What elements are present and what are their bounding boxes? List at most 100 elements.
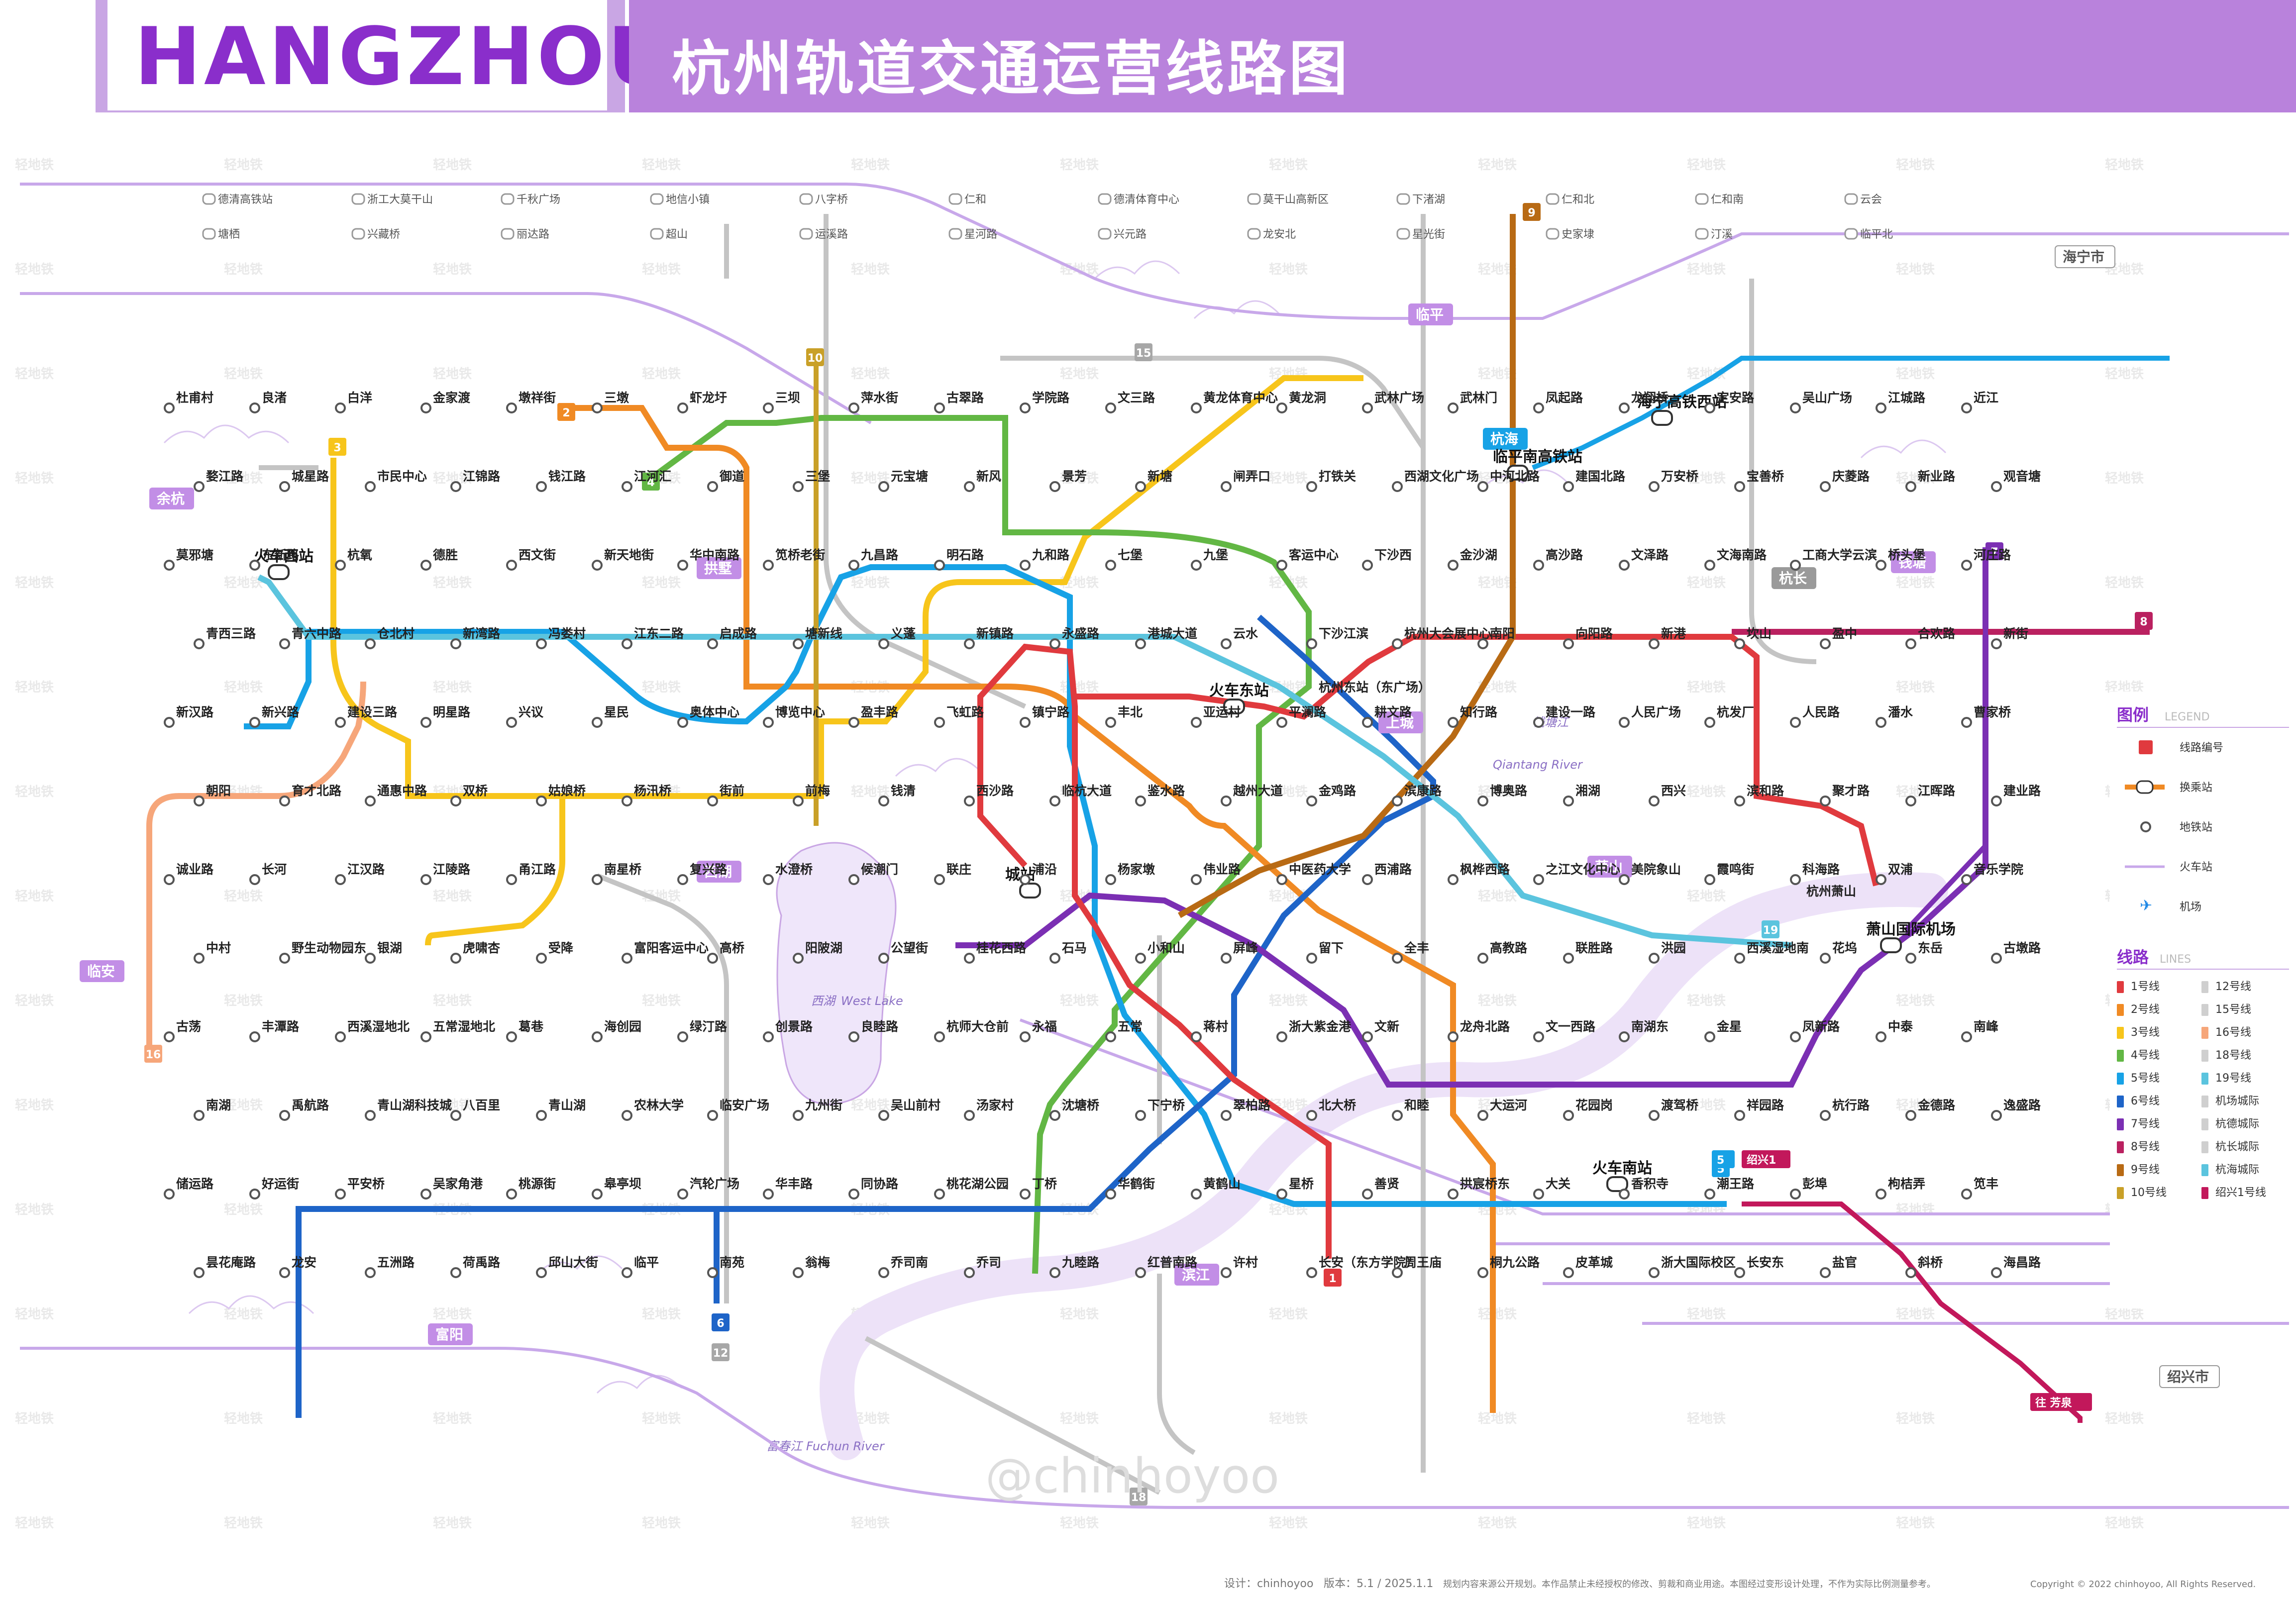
station[interactable]: 育才北路 — [279, 784, 342, 806]
station[interactable]: 黄鹤山 — [1191, 1177, 1241, 1200]
rail-station[interactable]: 德清高铁站 — [202, 193, 273, 206]
station[interactable]: 湘湖 — [1563, 784, 1600, 806]
station[interactable]: 复兴路 — [677, 862, 728, 885]
station[interactable]: 博奥路 — [1477, 784, 1528, 806]
station[interactable]: 建设一路 — [1533, 705, 1596, 728]
station[interactable]: 九州街 — [793, 1098, 842, 1121]
station[interactable]: 河庄路 — [1961, 548, 2011, 571]
station[interactable]: 南湖 — [194, 1098, 231, 1121]
station[interactable]: 乔司 — [964, 1255, 1001, 1278]
station[interactable]: 浦沿 — [1020, 862, 1057, 885]
station[interactable]: 新塘 — [1135, 469, 1172, 492]
station[interactable]: 良睦路 — [848, 1019, 899, 1042]
station[interactable]: 美院象山 — [1619, 862, 1681, 885]
station[interactable]: 五常 — [1105, 1019, 1143, 1042]
station[interactable]: 下沙西 — [1362, 548, 1412, 571]
station[interactable]: 中泰 — [1876, 1019, 1913, 1042]
rail-station[interactable]: 千秋广场 — [501, 193, 560, 206]
station[interactable]: 西文街 — [506, 548, 556, 571]
station[interactable]: 学院路 — [1020, 391, 1070, 413]
station[interactable]: 街前 — [707, 784, 744, 806]
station[interactable]: 朝阳 — [194, 784, 231, 806]
station[interactable]: 留下 — [1306, 941, 1344, 964]
station[interactable]: 江河汇 — [622, 469, 671, 492]
station[interactable]: 钱江路 — [536, 469, 586, 492]
station[interactable]: 青六中路 — [279, 626, 342, 649]
major-station[interactable]: 火车西站 — [254, 548, 313, 580]
station[interactable]: 金家渡 — [420, 391, 471, 413]
station[interactable]: 宝善桥 — [1734, 469, 1784, 492]
station[interactable]: 逸盛路 — [1991, 1098, 2041, 1121]
major-station[interactable]: 火车南站 — [1592, 1160, 1652, 1192]
station[interactable]: 野生动物园东 — [279, 941, 366, 964]
rail-station[interactable]: 汀溪 — [1695, 228, 1733, 241]
station[interactable]: 观音塘 — [1991, 469, 2041, 492]
station[interactable]: 鉴水路 — [1135, 784, 1185, 806]
station[interactable]: 明石路 — [934, 548, 984, 571]
station[interactable]: 桐九公路 — [1477, 1255, 1540, 1278]
station[interactable]: 公望街 — [878, 941, 928, 964]
station[interactable]: 蒋村 — [1191, 1019, 1228, 1042]
station[interactable]: 香积寺 — [1619, 1177, 1669, 1200]
station[interactable]: 翠柏路 — [1221, 1098, 1271, 1121]
station[interactable]: 御道 — [707, 469, 744, 492]
station[interactable]: 海昌路 — [1991, 1255, 2041, 1278]
station[interactable]: 启成路 — [707, 626, 757, 649]
station[interactable]: 九和路 — [1020, 548, 1070, 571]
station[interactable]: 石马 — [1049, 941, 1087, 964]
rail-station[interactable]: 兴藏桥 — [351, 228, 400, 241]
rail-station[interactable]: 德清体育中心 — [1098, 193, 1179, 206]
station[interactable]: 建设三路 — [335, 705, 398, 728]
station[interactable]: 城星路 — [279, 469, 329, 492]
station[interactable]: 银湖 — [365, 941, 402, 964]
station[interactable]: 杭行路 — [1820, 1098, 1870, 1121]
station[interactable]: 白洋 — [335, 391, 372, 413]
station[interactable]: 滨康路 — [1392, 784, 1442, 806]
station[interactable]: 浙大国际校区 — [1649, 1255, 1736, 1278]
station[interactable]: 东岳 — [1905, 941, 1943, 964]
station[interactable]: 枸桔弄 — [1876, 1177, 1925, 1200]
station[interactable]: 诚业路 — [164, 862, 214, 885]
station[interactable]: 黄龙洞 — [1276, 391, 1326, 413]
station[interactable]: 中河北路 — [1477, 469, 1540, 492]
station[interactable]: 打铁关 — [1306, 469, 1356, 492]
station[interactable]: 禹航路 — [279, 1098, 329, 1121]
rail-station[interactable]: 丽达路 — [501, 228, 549, 241]
station[interactable]: 西沙路 — [964, 784, 1014, 806]
station[interactable]: 仓北村 — [365, 626, 415, 649]
station[interactable]: 西溪湿地南 — [1734, 941, 1809, 964]
station[interactable]: 江城路 — [1876, 391, 1926, 413]
station[interactable]: 萍水街 — [848, 391, 898, 413]
station[interactable]: 知行路 — [1448, 705, 1498, 728]
station[interactable]: 文一西路 — [1533, 1019, 1596, 1042]
station[interactable]: 江晖路 — [1905, 784, 1956, 806]
station[interactable]: 古翠路 — [934, 391, 984, 413]
station[interactable]: 景芳 — [1049, 469, 1087, 492]
rail-station[interactable]: 龙安北 — [1247, 228, 1296, 241]
station[interactable]: 临杭大道 — [1049, 784, 1112, 806]
station[interactable]: 良渚 — [249, 391, 287, 413]
station[interactable]: 盐官 — [1820, 1255, 1857, 1278]
station[interactable]: 汤家村 — [964, 1098, 1014, 1121]
station[interactable]: 甬江路 — [506, 862, 556, 885]
station[interactable]: 南苑 — [707, 1255, 744, 1278]
station[interactable]: 水澄桥 — [763, 862, 813, 885]
station[interactable]: 通惠中路 — [365, 784, 427, 806]
station[interactable]: 星桥 — [1276, 1177, 1314, 1200]
station[interactable]: 亚运村 — [1191, 705, 1241, 728]
station[interactable]: 葛巷 — [506, 1019, 544, 1042]
station[interactable]: 港城大道 — [1135, 626, 1197, 649]
station[interactable]: 善贤 — [1362, 1177, 1399, 1200]
station[interactable]: 长安东 — [1734, 1255, 1784, 1278]
station[interactable]: 阳陂湖 — [793, 941, 842, 964]
station[interactable]: 滨和路 — [1734, 784, 1784, 806]
station[interactable]: 东新路 — [249, 548, 300, 571]
station[interactable]: 丁桥 — [1020, 1177, 1057, 1200]
station[interactable]: 文新 — [1362, 1019, 1399, 1042]
station[interactable]: 九昌路 — [848, 548, 899, 571]
station[interactable]: 联胜路 — [1563, 941, 1613, 964]
station[interactable]: 八百里 — [450, 1098, 500, 1121]
station[interactable]: 长河 — [249, 862, 287, 885]
station[interactable]: 九堡 — [1191, 548, 1228, 571]
station[interactable]: 新港 — [1649, 626, 1686, 649]
